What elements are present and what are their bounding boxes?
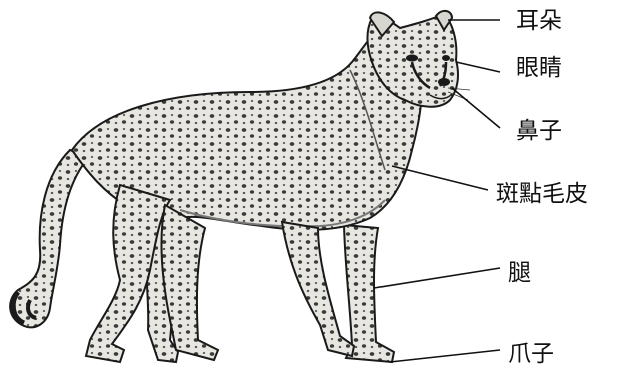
leader-eye: [456, 62, 500, 72]
nose-shape: [438, 78, 450, 86]
eye-shape: [406, 55, 418, 62]
leader-nose: [452, 88, 500, 128]
label-spotted-coat: 斑點毛皮: [496, 183, 588, 206]
label-eye: 眼睛: [516, 57, 562, 80]
leader-leg: [374, 268, 500, 288]
label-leg: 腿: [508, 262, 531, 285]
label-nose: 鼻子: [516, 120, 562, 143]
leader-claw: [390, 350, 500, 362]
front-leg-far: [344, 225, 394, 362]
label-claw: 爪子: [508, 343, 554, 366]
front-leg-near: [282, 222, 354, 356]
tail: [10, 150, 88, 327]
leader-coat: [392, 166, 488, 190]
label-ear: 耳朵: [516, 10, 562, 33]
